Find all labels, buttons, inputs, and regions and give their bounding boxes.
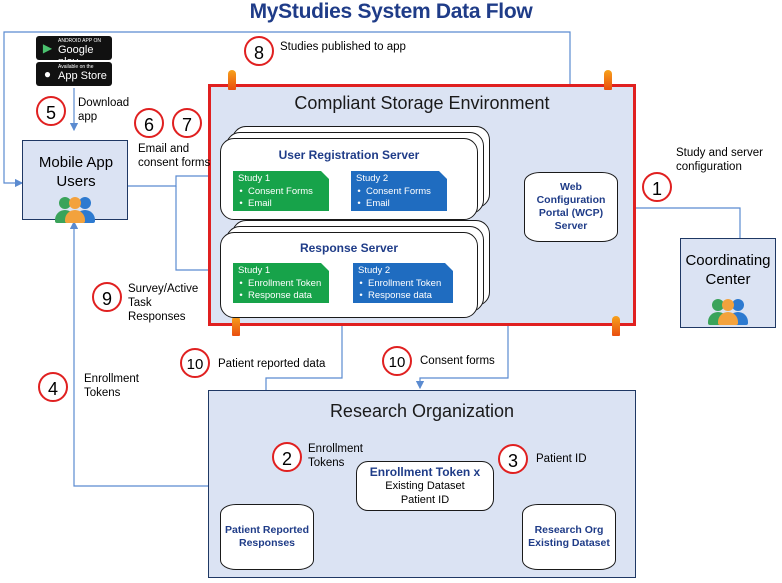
- step-6-marker: 6: [134, 108, 164, 138]
- step-3-label: Patient ID: [536, 453, 587, 465]
- study-1-card: Study 1 Enrollment TokenResponse data: [233, 263, 329, 303]
- research-org-dataset-store: Research Org Existing Dataset: [522, 504, 616, 570]
- coordinating-center: Coordinating Center: [680, 238, 776, 328]
- user-registration-server: User Registration Server Study 1 Consent…: [220, 138, 478, 220]
- step-1-label: Study and server configuration: [676, 147, 763, 173]
- step-2-label: Enrollment Tokens: [308, 443, 363, 469]
- step-2-marker: 2: [272, 442, 302, 472]
- step-6-label: Email and consent forms: [138, 143, 211, 169]
- firewall-icon: [228, 70, 236, 90]
- response-server: Response Server Study 1 Enrollment Token…: [220, 232, 478, 318]
- study-1-card: Study 1 Consent FormsEmail: [233, 171, 329, 211]
- step-9-marker: 9: [92, 282, 122, 312]
- arrow-email-consent: [128, 171, 220, 187]
- step-7-marker: 7: [172, 108, 202, 138]
- step-10-label: Patient reported data: [218, 358, 326, 370]
- step-10-label: Consent forms: [420, 355, 495, 367]
- wcp-server: Web Configuration Portal (WCP) Server: [524, 172, 618, 242]
- users-icon: [706, 295, 750, 325]
- step-5-label: Download app: [78, 97, 130, 123]
- patient-reported-responses-store: Patient Reported Responses: [220, 504, 314, 570]
- study-2-card: Study 2 Enrollment TokenResponse data: [353, 263, 453, 303]
- step-10-marker: 10: [382, 346, 412, 376]
- step-5-marker: 5: [36, 96, 66, 126]
- firewall-icon: [232, 316, 240, 336]
- arrow-enrollment-tokens-mobile: [69, 220, 208, 487]
- app-store-badge[interactable]: ● Available on the App Store: [36, 62, 112, 86]
- google-play-badge[interactable]: ▶ ANDROID APP ON Google play: [36, 36, 112, 68]
- arrow-studies-published: [3, 31, 571, 188]
- step-8-marker: 8: [244, 36, 274, 66]
- step-4-label: Enrollment Tokens: [84, 373, 139, 399]
- enrollment-token-box: Enrollment Token x Existing Dataset Pati…: [356, 461, 494, 511]
- arrow-study-config: [616, 203, 741, 238]
- study-2-card: Study 2 Consent FormsEmail: [351, 171, 447, 211]
- step-10-marker: 10: [180, 348, 210, 378]
- mobile-app-users: Mobile App Users: [22, 140, 128, 223]
- diagram-title: MyStudies System Data Flow: [249, 0, 533, 23]
- apple-icon: ●: [43, 67, 52, 81]
- users-icon: [53, 193, 97, 223]
- step-1-marker: 1: [642, 172, 672, 202]
- step-8-label: Studies published to app: [280, 41, 406, 53]
- firewall-icon: [604, 70, 612, 90]
- step-9-label: Survey/Active Task Responses: [128, 283, 199, 323]
- arrow-survey-responses: [175, 186, 220, 275]
- firewall-icon: [612, 316, 620, 336]
- step-3-marker: 3: [498, 444, 528, 474]
- play-icon: ▶: [42, 41, 53, 55]
- step-4-marker: 4: [38, 372, 68, 402]
